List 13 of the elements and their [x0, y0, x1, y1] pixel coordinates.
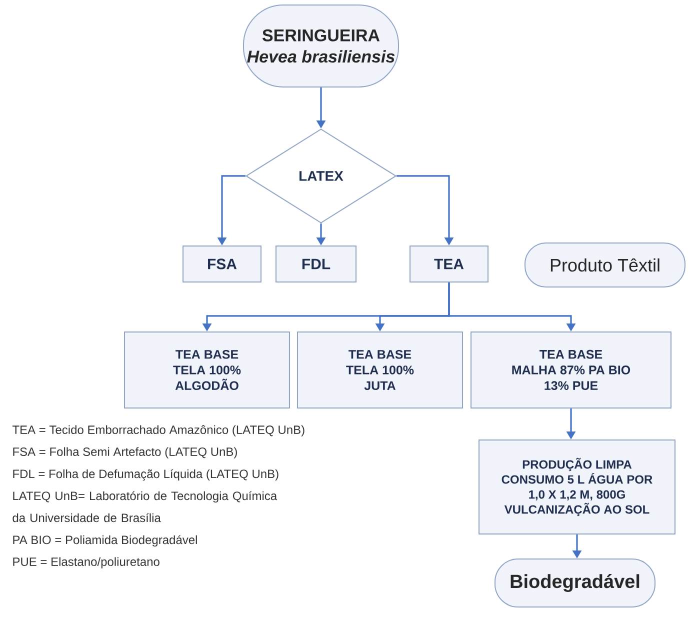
legend-text: FSA = Folha Semi Artefacto (LATEQ UnB)	[13, 447, 237, 458]
process-box: PRODUÇÃO LIMPA CONSUMO 5 L ÁGUA POR 1,0 X 1,2 M, 800G VULCANIZAÇÃO AO SOL	[478, 439, 676, 534]
process-box: FDL	[276, 246, 356, 282]
process-box: TEA BASE TELA 100% JUTA	[297, 332, 463, 408]
process-box: TEA	[410, 246, 488, 282]
legend-text: PUE = Elastano/poliuretano	[13, 557, 160, 568]
legend-text: LATEQ UnB= Laboratório de Tecnologia Química da Universidade de Brasília	[12, 491, 278, 522]
legend-text: TEA = Tecido Emborrachado Amazônico (LATEQ UnB)	[12, 425, 304, 436]
legend-text: PA BIO = Poliamida Biodegradável	[13, 535, 197, 547]
process-box: FSA	[182, 246, 262, 282]
legend-text: FDL = Folha de Defumação Líquida (LATEQ UnB)	[13, 469, 278, 481]
process-box: TEA BASE TELA 100% ALGODÃO	[124, 332, 290, 408]
process-box: TEA BASE MALHA 87% PA BIO 13% PUE	[470, 332, 672, 408]
